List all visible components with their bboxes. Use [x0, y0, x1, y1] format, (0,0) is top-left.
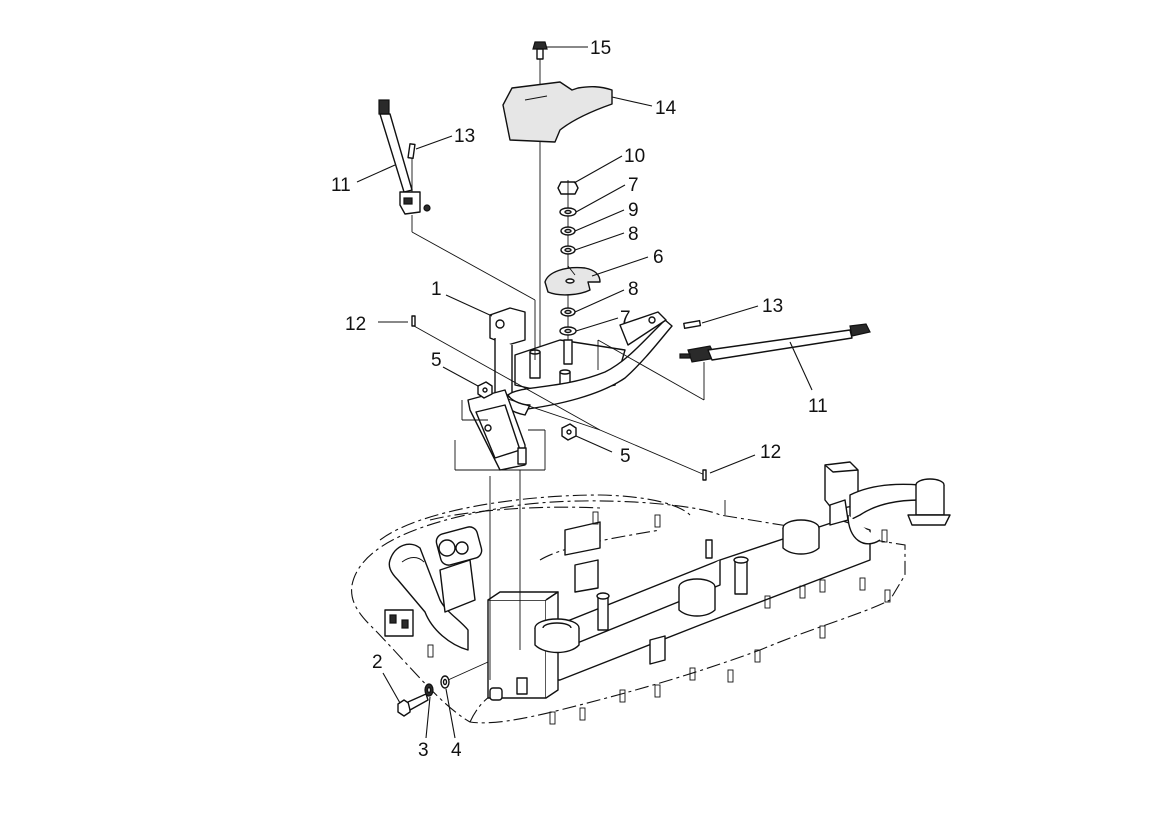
mower-deck	[351, 461, 951, 725]
callout-9: 9	[628, 200, 639, 221]
callout-7: 7	[628, 175, 639, 196]
callout-11: 11	[331, 175, 351, 196]
leader-lines	[356, 46, 813, 739]
part-10-nut	[557, 181, 579, 195]
part-7-washer-top	[559, 207, 577, 217]
part-5-nut-lower	[561, 423, 577, 441]
part-11-linkage-left	[378, 99, 536, 360]
part-12-pin-left	[411, 315, 706, 476]
callout-15: 15	[590, 38, 611, 59]
callout-7-lower: 7	[620, 308, 631, 329]
part-12-pin-right	[702, 469, 707, 481]
callout-6: 6	[653, 247, 664, 268]
left-bracket	[454, 389, 546, 471]
callout-1: 1	[431, 279, 442, 300]
callout-5-lower: 5	[620, 446, 631, 467]
part-11-linkage-right	[597, 323, 871, 401]
callout-14: 14	[655, 98, 677, 119]
callout-10: 10	[624, 146, 645, 167]
callout-12-right: 12	[760, 442, 781, 463]
callout-12: 12	[345, 314, 366, 335]
part-7-washer-bottom	[559, 326, 577, 336]
callout-3: 3	[418, 740, 429, 761]
part-13-pin-left	[407, 143, 416, 160]
part-15-bolt	[532, 41, 548, 60]
part-4-washer	[440, 661, 489, 689]
callout-13-right: 13	[762, 296, 783, 317]
callout-labels: 15 14 13 11 10 7 9 8 6 8 7 1 12 13 11 5 …	[331, 38, 828, 761]
callout-5: 5	[431, 350, 442, 371]
callout-8-lower: 8	[628, 279, 639, 300]
part-5-nut-upper	[477, 381, 493, 399]
part-9-washer	[560, 226, 576, 236]
callout-2: 2	[372, 652, 383, 673]
callout-11-right: 11	[808, 396, 828, 417]
part-8-washer-top	[560, 245, 576, 255]
part-2-bolt	[397, 693, 429, 717]
part-1-frame	[489, 307, 673, 431]
callout-13: 13	[454, 126, 475, 147]
callout-4: 4	[451, 740, 462, 761]
part-8-washer-bottom	[560, 307, 576, 317]
callout-8: 8	[628, 224, 639, 245]
part-14-cover-plate	[502, 81, 613, 143]
part-6-cam-plate	[544, 265, 601, 296]
part-13-pin-right	[683, 319, 702, 330]
part-3-lock-washer	[424, 683, 434, 697]
